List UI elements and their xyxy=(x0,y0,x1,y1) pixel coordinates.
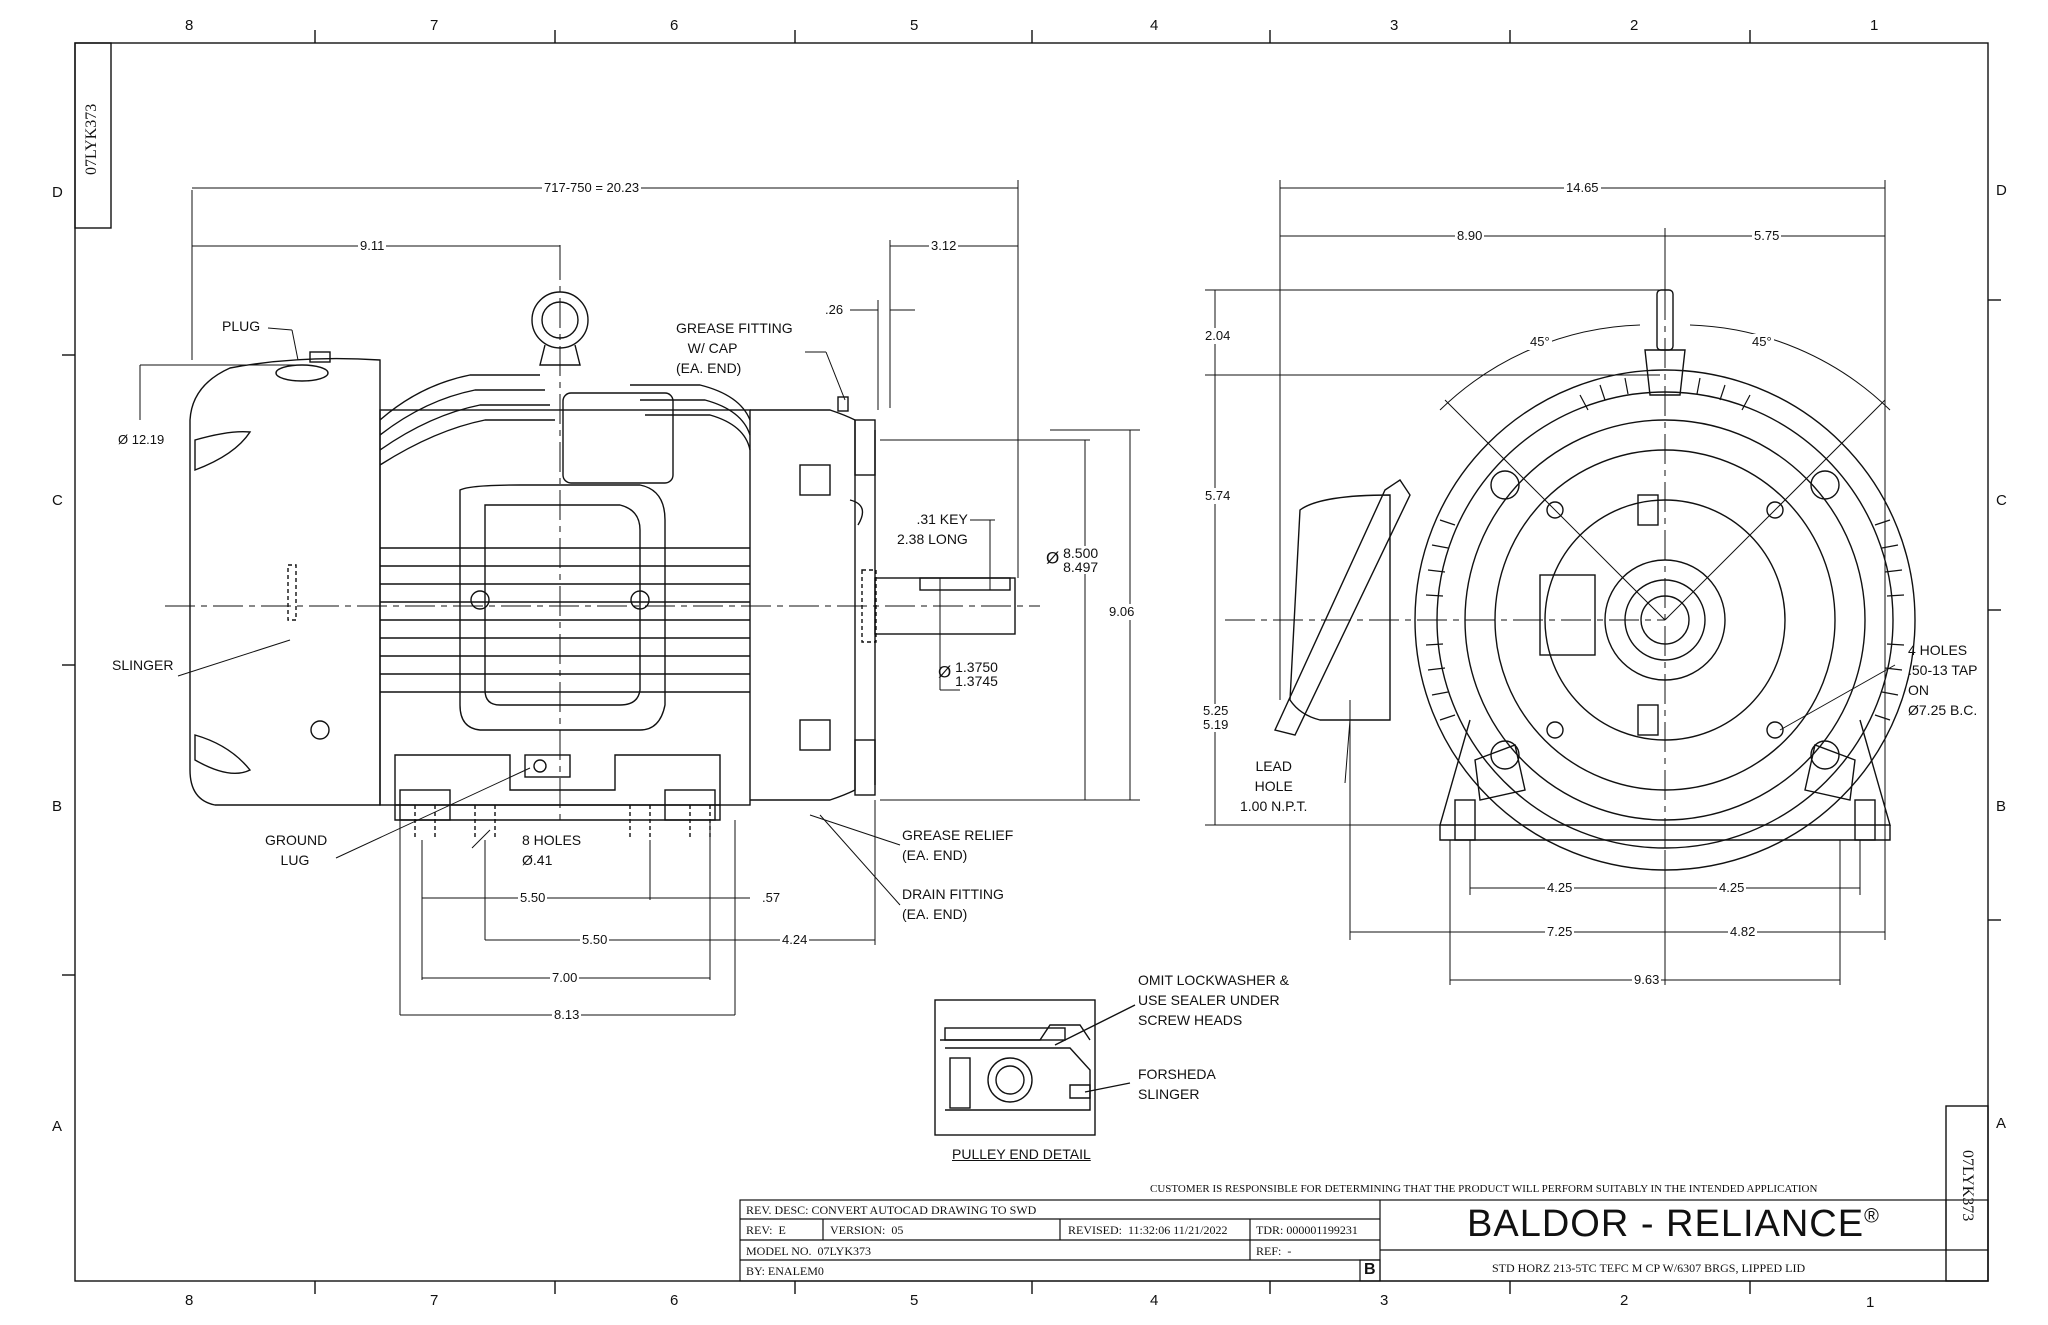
dim-14-65: 14.65 xyxy=(1564,180,1601,196)
zone-label-top-3: 3 xyxy=(1390,17,1399,34)
zone-label-bottom-3: 3 xyxy=(1380,1292,1389,1309)
plug-label: PLUG xyxy=(222,318,261,334)
zone-label-left-b: B xyxy=(52,798,63,815)
zone-label-left-d: D xyxy=(52,184,63,201)
rev-field: REV: E xyxy=(746,1223,786,1237)
ref-field: REF: - xyxy=(1256,1244,1292,1258)
dim-26: .26 xyxy=(823,302,846,318)
zone-label-top-7: 7 xyxy=(430,17,439,34)
dim-8-13: 8.13 xyxy=(552,1007,582,1023)
pulley-end-detail xyxy=(934,999,1136,1136)
zone-label-top-4: 4 xyxy=(1150,17,1159,34)
dim-8-90: 8.90 xyxy=(1455,228,1485,244)
zone-label-top-8: 8 xyxy=(185,17,194,34)
dim-3-12: 3.12 xyxy=(929,238,959,254)
pilot-diameter-dim: Ø 8.500 8.497 xyxy=(1046,545,1099,575)
dim-4-82: 4.82 xyxy=(1728,924,1758,940)
zone-label-top-5: 5 xyxy=(910,17,919,34)
zone-label-right-d: D xyxy=(1996,182,2007,199)
dim-4-25-b: 4.25 xyxy=(1717,880,1747,896)
shaft-dia-min: 1.3745 xyxy=(955,673,998,689)
drawing-border xyxy=(74,42,1989,1282)
disclaimer-text: CUSTOMER IS RESPONSIBLE FOR DETERMINING … xyxy=(1150,1183,1818,1195)
by-field: BY: ENALEM0 xyxy=(746,1264,824,1278)
zone-label-left-a: A xyxy=(52,1118,63,1135)
end-view-dimensions xyxy=(1205,180,1896,985)
brand-name: BALDOR - RELIANCE xyxy=(1467,1203,1865,1245)
dim-4-25-a: 4.25 xyxy=(1545,880,1575,896)
zone-label-bottom-5: 5 xyxy=(910,1292,919,1309)
dim-7-00: 7.00 xyxy=(550,970,580,986)
zone-ticks-top xyxy=(62,30,2001,1294)
dim-5-25: 5.25 xyxy=(1203,703,1229,718)
zone-label-right-c: C xyxy=(1996,492,2007,509)
slinger-label: SLINGER xyxy=(112,657,174,673)
dim-5-75: 5.75 xyxy=(1752,228,1782,244)
drain-fitting-label: DRAIN FITTING (EA. END) xyxy=(902,886,1004,922)
grease-fitting-label: GREASE FITTING W/ CAP (EA. END) xyxy=(676,320,793,376)
pulley-end-detail-title: PULLEY END DETAIL xyxy=(952,1146,1091,1162)
dim-4-24: 4.24 xyxy=(780,932,810,948)
rev-desc: REV. DESC: CONVERT AUTOCAD DRAWING TO SW… xyxy=(746,1203,1037,1217)
key-label: .31 KEY 2.38 LONG xyxy=(897,511,968,547)
end-view-motor xyxy=(1225,289,1916,871)
pilot-dia-max: 8.500 xyxy=(1063,545,1099,561)
drawing-size: B xyxy=(1364,1261,1376,1278)
dim-5-50-a: 5.50 xyxy=(518,890,548,906)
dim-9-11: 9.11 xyxy=(358,238,387,254)
shaft-diameter-dim: Ø 1.3750 1.3745 xyxy=(938,660,998,688)
dim-5-74: 5.74 xyxy=(1203,488,1233,504)
holes-label: 8 HOLES Ø.41 xyxy=(522,832,582,868)
drawing-id-top-corner: 07LYK373 xyxy=(83,103,100,175)
pilot-dia-min: 8.497 xyxy=(1063,559,1099,575)
zone-label-top-1: 1 xyxy=(1870,17,1879,34)
version-field: VERSION: 05 xyxy=(830,1223,904,1237)
dim-5-25-5-19: 5.25 5.19 xyxy=(1203,703,1229,732)
dim-5-19: 5.19 xyxy=(1203,717,1229,732)
zone-label-right-b: B xyxy=(1996,798,2007,815)
corner-id-box-top xyxy=(74,42,112,229)
zone-label-bottom-8: 8 xyxy=(185,1292,194,1309)
dim-dia-12-19: Ø 12.19 xyxy=(116,432,167,448)
side-view-dimensions xyxy=(139,180,1140,1016)
brand-logo-text: BALDOR - RELIANCE® xyxy=(1467,1203,1880,1246)
ground-lug-label: GROUND LUG xyxy=(265,832,328,868)
side-view-motor xyxy=(165,250,1040,840)
dim-overall-length: 717-750 = 20.23 xyxy=(542,180,642,196)
shaft-dia-max: 1.3750 xyxy=(955,659,998,675)
zone-label-bottom-1: 1 xyxy=(1866,1294,1875,1311)
dim-57: .57 xyxy=(760,890,783,906)
dim-7-25: 7.25 xyxy=(1545,924,1575,940)
angle-left-45: 45° xyxy=(1528,334,1552,350)
lead-hole-label: LEAD HOLE 1.00 N.P.T. xyxy=(1240,758,1308,814)
title-block xyxy=(739,1199,1989,1282)
forsheda-slinger-note: FORSHEDA SLINGER xyxy=(1138,1066,1216,1102)
dim-9-06: 9.06 xyxy=(1107,604,1137,620)
brand-mark: ® xyxy=(1864,1205,1880,1228)
tdr-field: TDR: 000001199231 xyxy=(1256,1223,1358,1237)
lockwasher-note: OMIT LOCKWASHER & USE SEALER UNDER SCREW… xyxy=(1138,972,1289,1028)
zone-label-right-a: A xyxy=(1996,1115,2007,1132)
zone-label-top-6: 6 xyxy=(670,17,679,34)
zone-label-bottom-4: 4 xyxy=(1150,1292,1159,1309)
tap-holes-label: 4 HOLES .50-13 TAP ON Ø7.25 B.C. xyxy=(1908,642,1978,718)
pilot-dia-symbol: Ø xyxy=(1046,548,1060,568)
shaft-dia-symbol: Ø xyxy=(938,662,952,682)
zone-label-bottom-6: 6 xyxy=(670,1292,679,1309)
zone-label-left-c: C xyxy=(52,492,63,509)
angle-right-45: 45° xyxy=(1750,334,1774,350)
drawing-id-bottom-corner: 07LYK373 xyxy=(1959,1150,1976,1222)
dim-9-63: 9.63 xyxy=(1632,972,1662,988)
zone-label-bottom-2: 2 xyxy=(1620,1292,1629,1309)
drawing-description: STD HORZ 213-5TC TEFC M CP W/6307 BRGS, … xyxy=(1492,1261,1806,1275)
dim-5-50-b: 5.50 xyxy=(580,932,610,948)
dim-2-04: 2.04 xyxy=(1203,328,1233,344)
model-no-field: MODEL NO. 07LYK373 xyxy=(746,1244,872,1258)
zone-label-bottom-7: 7 xyxy=(430,1292,439,1309)
revised-field: REVISED: 11:32:06 11/21/2022 xyxy=(1068,1223,1228,1237)
grease-relief-label: GREASE RELIEF (EA. END) xyxy=(902,827,1014,863)
zone-label-top-2: 2 xyxy=(1630,17,1639,34)
